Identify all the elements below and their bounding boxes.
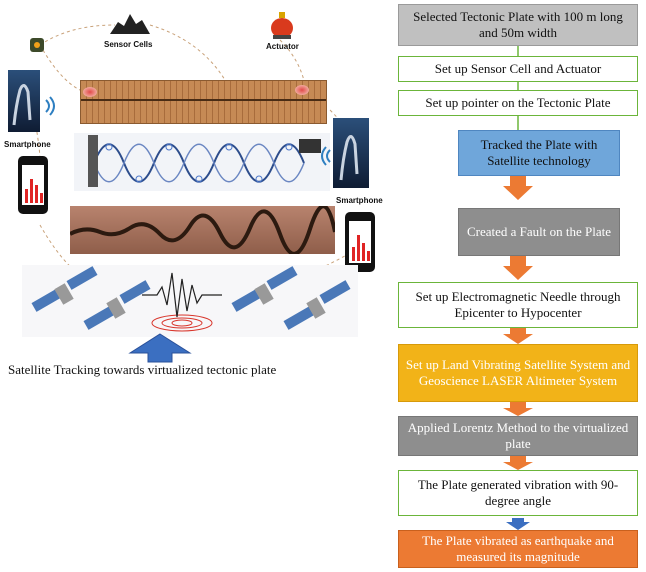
flow-step-4: Tracked the Plate with Satellite technol…: [458, 130, 620, 176]
up-arrow-icon: [128, 333, 192, 363]
flowchart: Selected Tectonic Plate with 100 m long …: [390, 0, 646, 572]
fault-crack-panel: [69, 204, 337, 256]
flow-step-7: Set up Land Vibrating Satellite System a…: [398, 344, 638, 402]
flow-step-5: Created a Fault on the Plate: [458, 208, 620, 256]
sensor-cells-label: Sensor Cells: [104, 40, 153, 49]
satellite-panel: [22, 265, 358, 337]
smartphone-right-label: Smartphone: [336, 196, 383, 205]
actuator-label: Actuator: [266, 42, 299, 51]
flow-step-3: Set up pointer on the Tectonic Plate: [398, 90, 638, 116]
sensor-cells-icon: [110, 14, 150, 34]
flow-step-9: The Plate generated vibration with 90-de…: [398, 470, 638, 516]
signal-icon-right: [321, 146, 331, 166]
hand-phone-image-left: [8, 70, 40, 132]
actuator-icon: [271, 12, 293, 39]
sensor-marker-right: [295, 85, 309, 95]
flow-step-2: Set up Sensor Cell and Actuator: [398, 56, 638, 82]
smartphone-right: [345, 212, 375, 272]
smartphone-left: [18, 156, 48, 214]
smartphone-left-label: Smartphone: [4, 140, 51, 149]
flow-connectors: [503, 45, 533, 530]
signal-icon-left: [45, 96, 55, 116]
satellite-icon: [31, 266, 98, 312]
sensor-marker-left: [83, 87, 97, 97]
tectonic-plate: [80, 80, 327, 124]
electromagnetic-wave-panel: [74, 133, 330, 191]
flow-step-8: Applied Lorentz Method to the virtualize…: [398, 416, 638, 456]
hand-phone-image-right: [333, 118, 369, 188]
illustration-panel: Sensor Cells Actuator Smartphone: [0, 0, 385, 390]
flow-step-6: Set up Electromagnetic Needle through Ep…: [398, 282, 638, 328]
flow-step-1: Selected Tectonic Plate with 100 m long …: [398, 4, 638, 46]
illustration-caption: Satellite Tracking towards virtualized t…: [8, 362, 277, 377]
flow-step-10: The Plate vibrated as earthquake and mea…: [398, 530, 638, 568]
